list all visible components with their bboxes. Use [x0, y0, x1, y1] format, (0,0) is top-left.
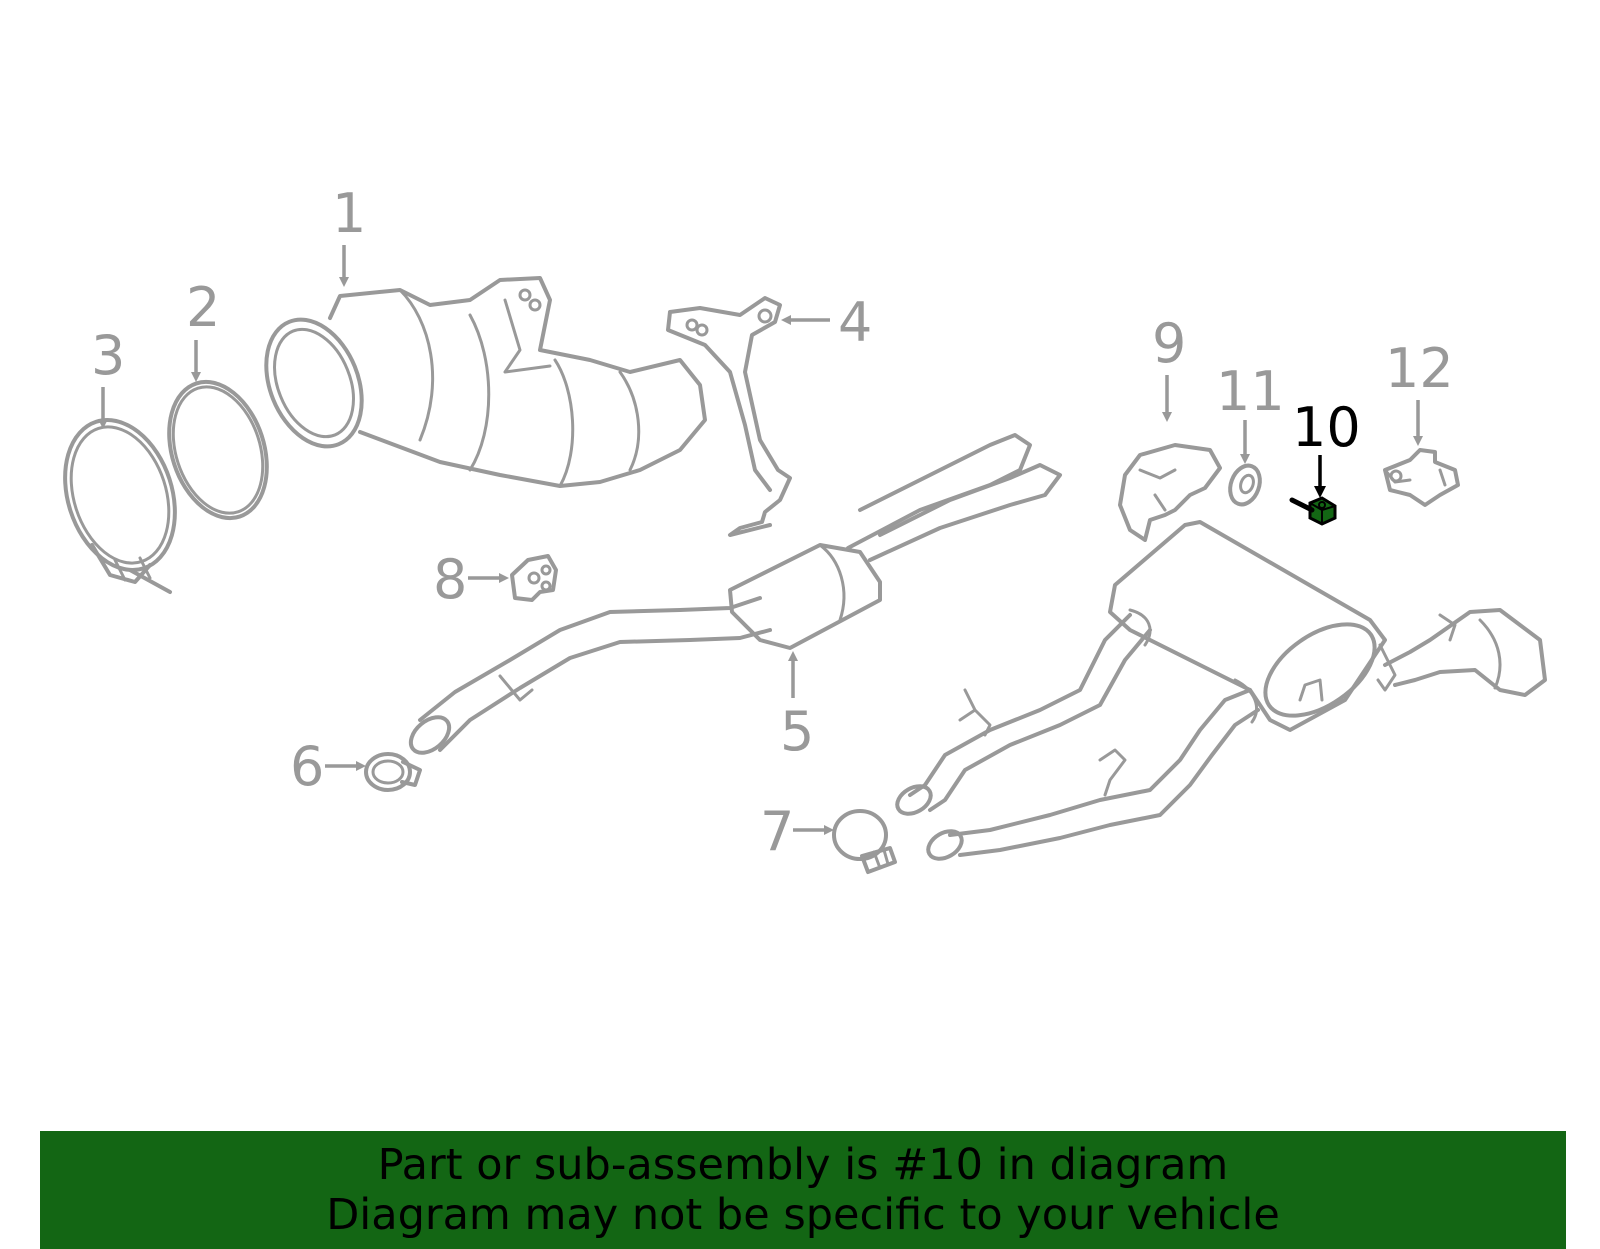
part-6-clamp[interactable] — [364, 752, 422, 792]
callout-labels: 1 2 3 4 5 6 7 8 9 11 12 10 — [91, 182, 1454, 863]
part-5-front-pipe[interactable] — [404, 433, 1062, 760]
callout-3: 3 — [91, 324, 125, 387]
part-8-hanger[interactable] — [510, 554, 558, 602]
part-2-gasket[interactable] — [153, 369, 284, 531]
banner-line-2: Diagram may not be specific to your vehi… — [326, 1190, 1280, 1240]
callout-7: 7 — [760, 800, 794, 863]
part-9-bracket[interactable] — [1118, 443, 1222, 542]
callout-5: 5 — [780, 700, 814, 763]
callout-4: 4 — [838, 291, 872, 354]
part-1-catalytic-converter[interactable] — [248, 276, 707, 488]
part-10-clip-highlighted[interactable] — [1289, 496, 1337, 526]
rear-muffler-assembly — [895, 520, 1547, 861]
part-4-bracket[interactable] — [666, 296, 792, 537]
banner-line-1: Part or sub-assembly is #10 in diagram — [377, 1140, 1229, 1190]
callout-8: 8 — [433, 548, 467, 611]
callout-1: 1 — [332, 182, 366, 245]
callout-9: 9 — [1152, 312, 1186, 375]
info-banner: Part or sub-assembly is #10 in diagram D… — [40, 1131, 1566, 1249]
part-3-clamp[interactable] — [47, 406, 193, 594]
callout-6: 6 — [290, 735, 324, 798]
part-12-actuator[interactable] — [1383, 448, 1460, 507]
part-7-clamp[interactable] — [832, 809, 897, 874]
callout-10-highlighted: 10 — [1292, 396, 1361, 459]
leader-lines — [98, 245, 1423, 835]
callout-11: 11 — [1216, 360, 1285, 423]
part-11-isolator[interactable] — [1225, 461, 1265, 508]
callout-12: 12 — [1385, 337, 1454, 400]
callout-2: 2 — [186, 276, 220, 339]
